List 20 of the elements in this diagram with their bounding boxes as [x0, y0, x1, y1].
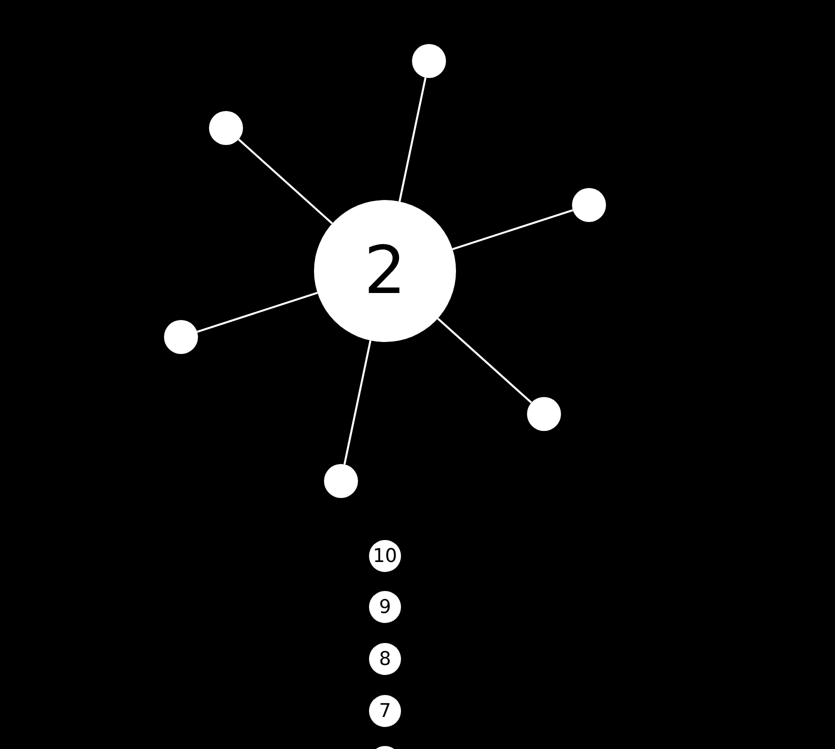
connector-line	[238, 138, 333, 224]
connector-line	[196, 292, 318, 333]
numbered-ball	[369, 643, 401, 675]
number-label: 9	[378, 598, 392, 616]
ball	[412, 44, 446, 78]
ball	[324, 464, 358, 498]
ball	[527, 397, 561, 431]
connector-line	[344, 340, 372, 465]
number-label: 8	[378, 650, 392, 668]
numbered-ball	[369, 591, 401, 623]
ball	[164, 320, 198, 354]
number-label: 10	[372, 546, 398, 566]
numbered-ball	[369, 695, 401, 727]
ball	[209, 111, 243, 145]
number-label: 7	[378, 702, 392, 720]
ball	[572, 188, 606, 222]
connector-line	[398, 77, 426, 202]
numbered-ball	[369, 540, 401, 572]
number-label: 2	[364, 238, 406, 304]
connector-line	[452, 209, 574, 250]
